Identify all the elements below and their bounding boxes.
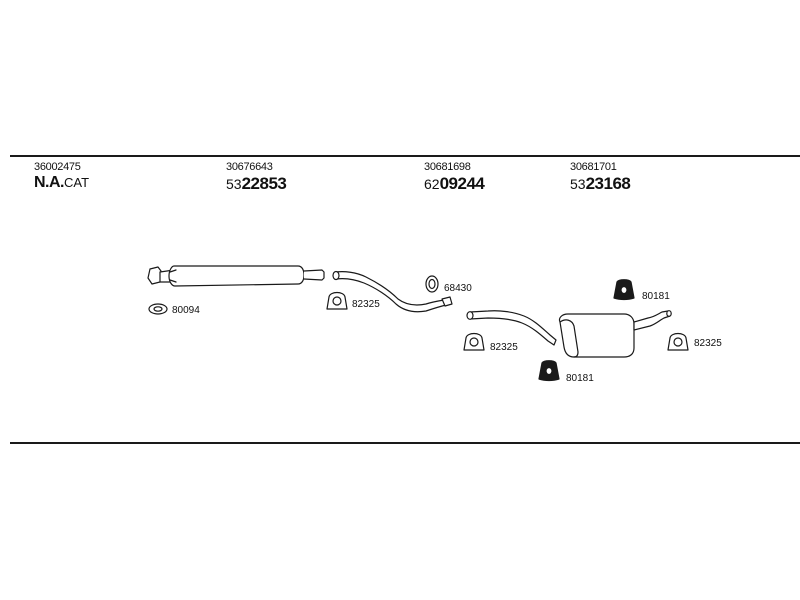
rear-silencer-assembly[interactable] xyxy=(466,310,672,358)
middle-pipe-column-header: 30681698 6209244 xyxy=(424,161,485,194)
front-silencer-ref-main: 22853 xyxy=(241,174,287,193)
rear-tailpipe xyxy=(633,310,671,331)
mount-hole xyxy=(620,285,628,295)
rear-silencer-reference: 5323168 xyxy=(570,174,631,194)
rubber-mount-80181-upper[interactable] xyxy=(613,279,635,301)
middle-pipe[interactable] xyxy=(332,270,453,313)
clamp-hole xyxy=(332,296,342,306)
rear-silencer-ref-main: 23168 xyxy=(585,174,631,193)
catalyst-ref-main: CAT xyxy=(64,175,90,190)
front-silencer-column-header: 30676643 5322853 xyxy=(226,161,287,194)
rear-silencer-endcap xyxy=(559,319,579,358)
clamp-front-label: 82325 xyxy=(352,299,380,310)
middle-pipe-oe-number: 30681698 xyxy=(424,161,471,173)
gasket-label: 80094 xyxy=(172,305,200,316)
middle-pipe-reference: 6209244 xyxy=(424,174,485,194)
mount-hole xyxy=(545,366,553,376)
front-silencer-flange xyxy=(147,266,162,285)
front-silencer-ref-prefix: 53 xyxy=(226,176,242,192)
ring-label: 68430 xyxy=(444,283,472,294)
front-silencer[interactable] xyxy=(147,265,325,287)
front-silencer-seam xyxy=(169,269,177,283)
rubber-mount-upper-label: 80181 xyxy=(642,291,670,302)
clamp-middle-label: 82325 xyxy=(490,342,518,353)
clamp-82325-middle[interactable] xyxy=(463,332,485,351)
front-silencer-reference: 5322853 xyxy=(226,174,287,194)
rear-silencer-ref-prefix: 53 xyxy=(570,176,586,192)
ring-68430[interactable] xyxy=(425,275,439,293)
rear-inlet-pipe xyxy=(469,310,557,346)
middle-pipe-ref-prefix: 62 xyxy=(424,176,440,192)
catalyst-ref-prefix: N.A. xyxy=(34,174,65,191)
middle-pipe-inlet-end xyxy=(332,270,340,281)
top-divider xyxy=(10,155,800,157)
rubber-mount-lower-label: 80181 xyxy=(566,373,594,384)
front-silencer-body xyxy=(168,265,305,287)
rear-silencer-column-header: 30681701 5323168 xyxy=(570,161,631,194)
bottom-divider xyxy=(10,442,800,444)
clamp-82325-rear[interactable] xyxy=(667,332,689,351)
rear-inlet-pipe-end xyxy=(466,311,474,320)
clamp-hole xyxy=(469,337,479,347)
clamp-82325-front[interactable] xyxy=(326,291,348,310)
middle-pipe-ref-main: 09244 xyxy=(439,174,485,193)
rear-tailpipe-end xyxy=(666,310,672,317)
gasket-80094[interactable] xyxy=(148,303,168,315)
ring-inner xyxy=(428,278,436,290)
clamp-hole xyxy=(673,337,683,347)
catalyst-reference: N.A.CAT xyxy=(34,174,89,192)
rear-silencer-oe-number: 30681701 xyxy=(570,161,617,173)
front-silencer-oe-number: 30676643 xyxy=(226,161,273,173)
rear-silencer-body xyxy=(558,313,635,358)
rubber-mount-80181-lower[interactable] xyxy=(538,360,560,382)
gasket-inner xyxy=(153,306,163,312)
catalyst-column-header: 36002475 N.A.CAT xyxy=(34,161,89,192)
clamp-rear-label: 82325 xyxy=(694,338,722,349)
catalyst-oe-number: 36002475 xyxy=(34,161,81,173)
front-silencer-outlet xyxy=(303,269,325,281)
middle-pipe-outlet-end xyxy=(441,296,453,307)
